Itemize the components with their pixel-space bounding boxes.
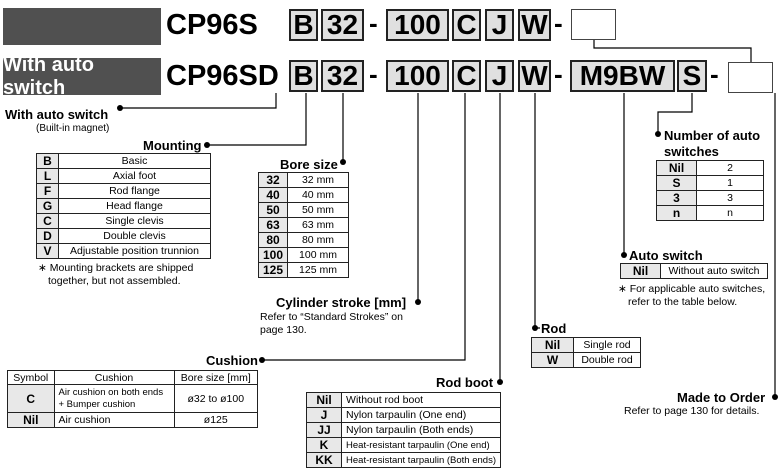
auto-switch-note: ∗ For applicable auto switches, refer to… (618, 283, 766, 308)
dash: - (554, 59, 563, 89)
with-auto-switch-tag: With auto switch (3, 54, 161, 99)
code-stroke: 100 (386, 60, 449, 92)
auto-switch-title: Auto switch (629, 248, 703, 263)
code-rodboot: J (485, 60, 514, 92)
made-to-order-title: Made to Order (677, 390, 766, 405)
code-auto-switch: M9BW (570, 60, 675, 92)
cylinder-stroke-title: Cylinder stroke [mm] (276, 295, 407, 310)
code-rod: W (518, 60, 551, 92)
dash: - (554, 8, 563, 38)
cushion-title: Cushion (206, 353, 258, 368)
table-row: C Air cushion on both ends+ Bumper cushi… (7, 384, 258, 413)
with-auto-switch-label: With auto switch (5, 107, 109, 122)
series-bar-blank (3, 8, 161, 45)
model-cp96sd: CP96SD (166, 60, 279, 92)
bore-size-title: Bore size (280, 157, 338, 172)
dash: - (369, 8, 378, 38)
rod-title: Rod (541, 321, 567, 336)
built-in-magnet-label: (Built-in magnet) (36, 123, 110, 134)
code-cushion: C (452, 60, 481, 92)
code-mounting: B (289, 60, 318, 92)
cylinder-stroke-note: Refer to “Standard Strokes” on page 130. (260, 311, 403, 336)
code-cushion-r1: C (452, 9, 481, 41)
cushion-table: Symbol Cushion Bore size [mm] C Air cush… (7, 370, 258, 428)
code-num-switches: S (677, 60, 707, 92)
dash: - (710, 59, 719, 89)
code-mounting-r1: B (289, 9, 318, 41)
code-stroke-r1: 100 (386, 9, 449, 41)
code-blank-r1 (571, 9, 616, 40)
mounting-title: Mounting (143, 138, 202, 153)
code-bore-r1: 32 (321, 9, 364, 41)
code-made-to-order (728, 62, 773, 93)
code-rod-r1: W (518, 9, 551, 41)
code-rodboot-r1: J (485, 9, 514, 41)
code-bore: 32 (321, 60, 364, 92)
rod-boot-title: Rod boot (436, 375, 494, 390)
table-row: Nil Air cushion ø125 (7, 412, 258, 428)
num-switches-title: Number of auto switches (664, 128, 761, 159)
dash: - (369, 59, 378, 89)
made-to-order-note: Refer to page 130 for details. (624, 405, 760, 417)
mounting-note: ∗ Mounting brackets are shipped together… (38, 262, 194, 287)
table-header: Symbol Cushion Bore size [mm] (7, 370, 258, 385)
note-mark: ∗ (38, 262, 47, 274)
note-mark: ∗ (618, 283, 627, 295)
model-cp96s: CP96S (166, 9, 258, 41)
